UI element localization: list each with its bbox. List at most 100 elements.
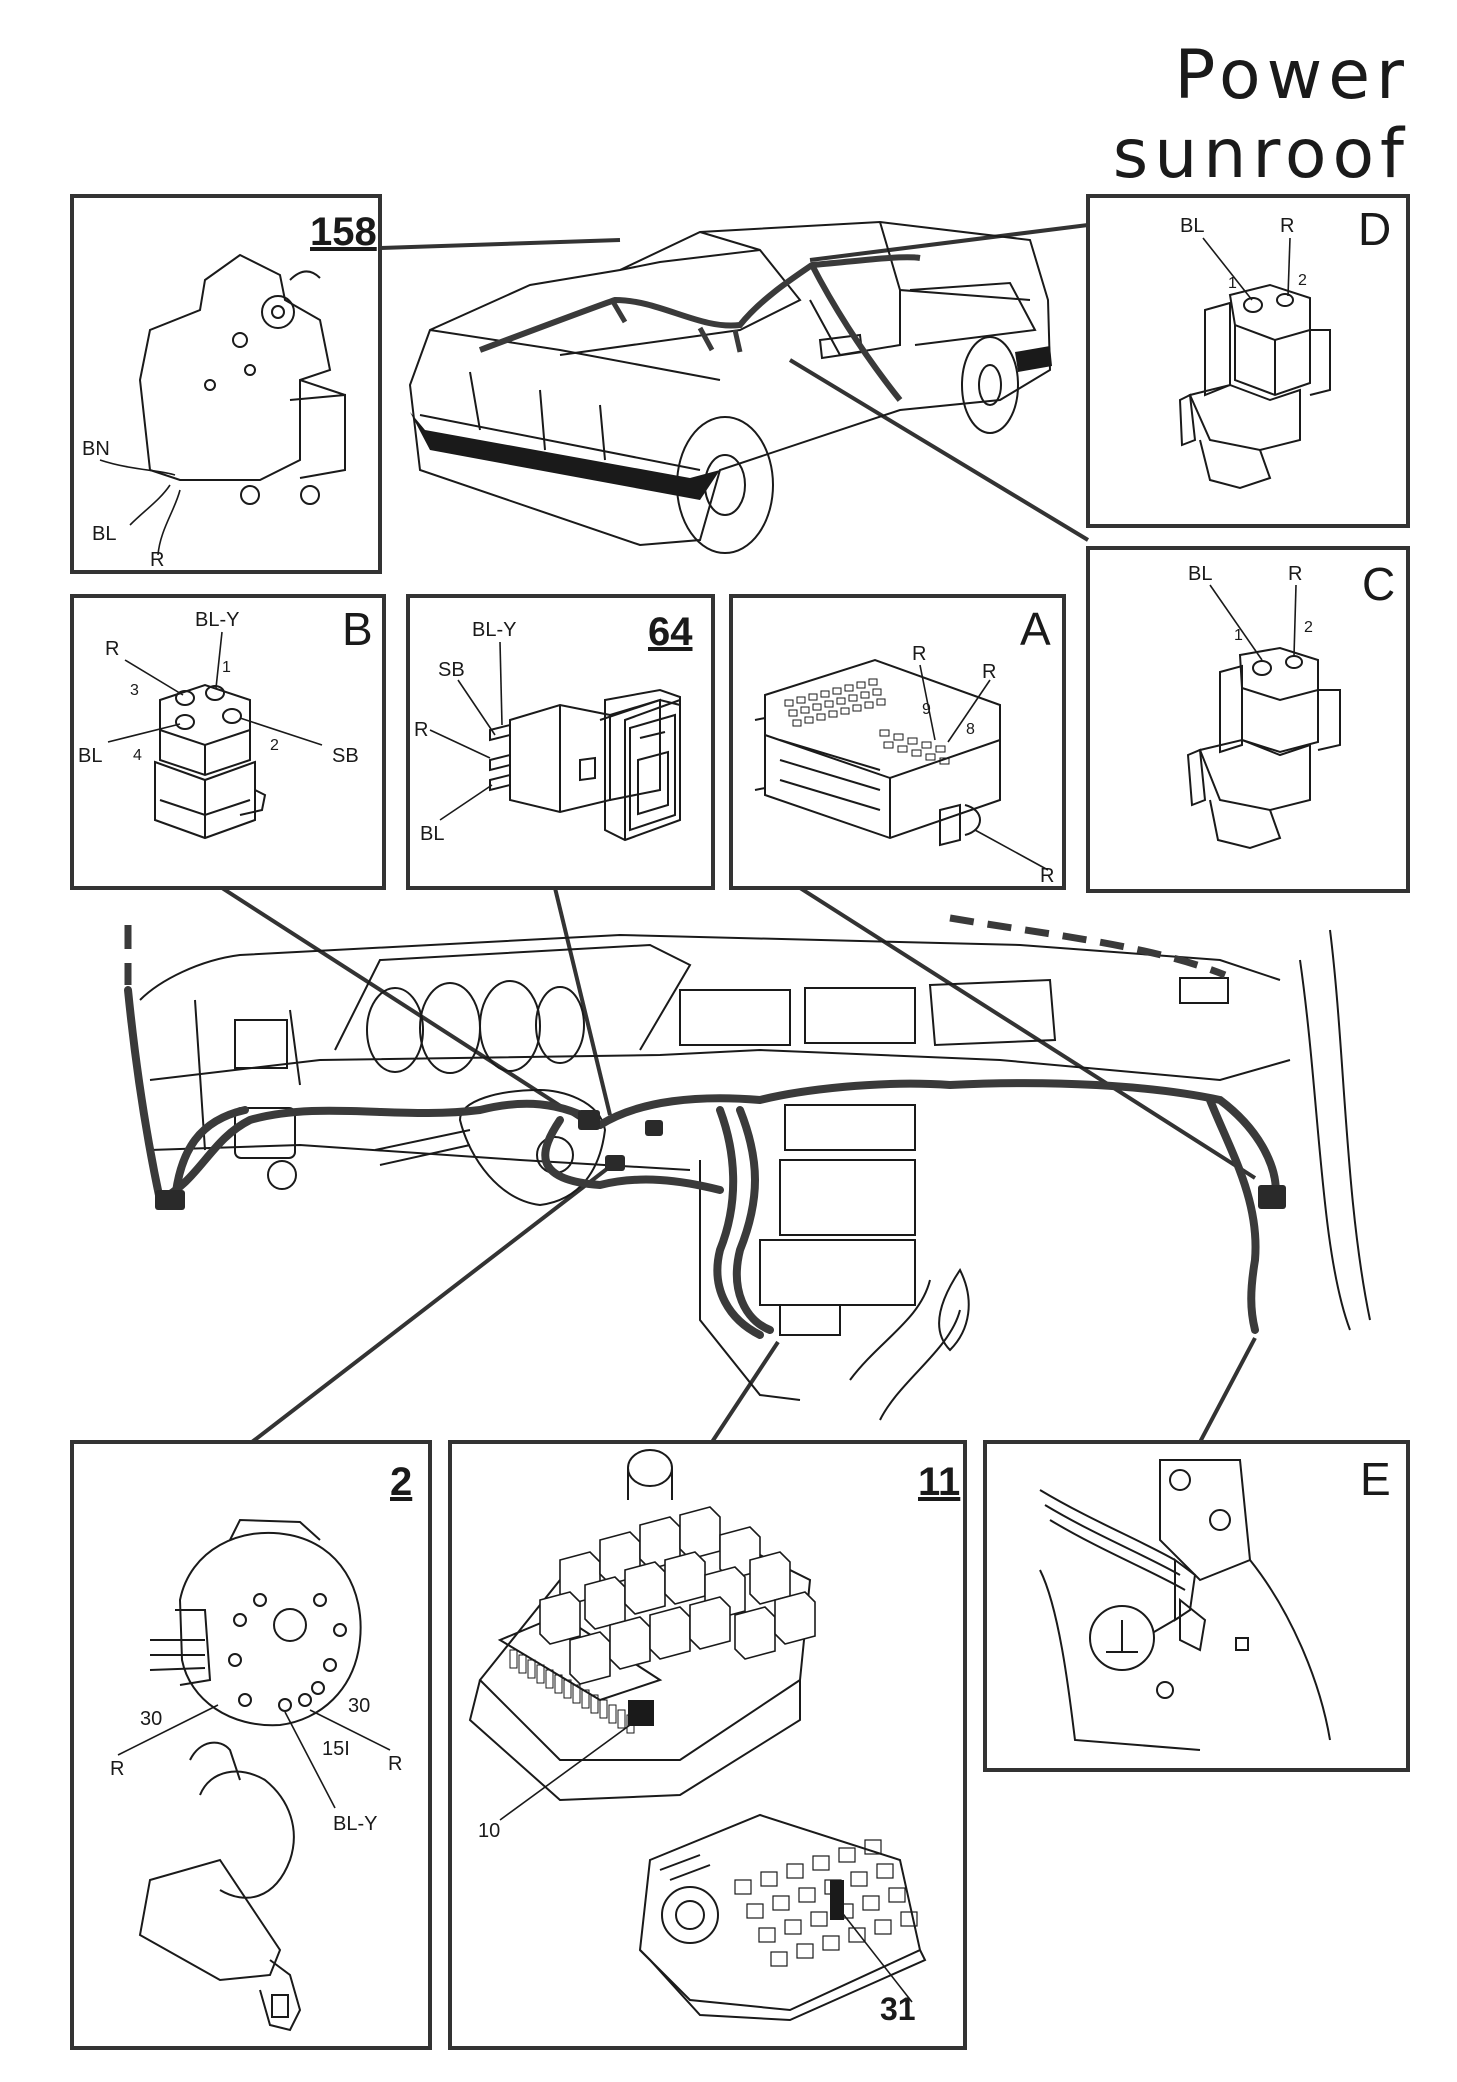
relay-block — [609, 1616, 651, 1670]
car-harness — [478, 254, 921, 353]
fuse-slot — [590, 1694, 599, 1714]
fuse-slot — [734, 1879, 752, 1895]
fuse-slot — [758, 1927, 776, 1943]
fuse-cell — [939, 757, 950, 765]
panel-e-frame — [983, 1440, 1410, 1772]
fuse-slot — [900, 1911, 918, 1927]
ground-point-e-icon — [1039, 1459, 1331, 1751]
relay-blocks — [539, 1506, 816, 1685]
fuse-cell — [925, 753, 936, 761]
panel-d-wire-bl: BL — [1180, 215, 1204, 237]
fuse-slot — [563, 1679, 572, 1699]
panel-d-wire-r: R — [1280, 215, 1294, 237]
connector-d-icon — [1178, 283, 1331, 490]
fuse-cell — [812, 703, 822, 711]
panel-158-wire-bn: BN — [82, 438, 110, 460]
fuse-slot — [536, 1664, 545, 1684]
fuse-cell — [921, 741, 932, 749]
relay-block — [624, 1561, 666, 1615]
panel-158-leadlines — [99, 459, 181, 556]
fuse-cell — [868, 678, 878, 686]
fuse-cell — [828, 710, 838, 718]
fuse-cell — [840, 707, 850, 715]
panel-b-pin-2: 2 — [270, 737, 279, 754]
fuse-slot — [876, 1863, 894, 1879]
panel-b-id: B — [342, 603, 373, 655]
callout-lines — [220, 223, 1257, 1444]
fuse-cell — [816, 713, 826, 721]
fuse-cell — [856, 681, 866, 689]
fuse-cell — [876, 698, 886, 706]
panel-b-frame — [70, 594, 386, 890]
fuse-slot — [509, 1649, 518, 1669]
panel-b-pin-1: 1 — [222, 659, 231, 676]
car-front-bumper — [410, 412, 720, 500]
page-title: Power sunroof — [1112, 36, 1410, 194]
panel-2: 2 30 30 15I R R BL-Y — [110, 1460, 412, 2032]
fuse-slot — [798, 1887, 816, 1903]
panel-c-wire-r: R — [1288, 563, 1302, 585]
dashed-harness — [124, 914, 1227, 985]
panel-64-wire-bl: BL — [420, 823, 444, 845]
fuse-slot — [796, 1943, 814, 1959]
panel-c-wire-bl: BL — [1188, 563, 1212, 585]
panel-2-wire-r-right: R — [388, 1753, 402, 1775]
fuse-slot — [545, 1669, 554, 1689]
relay-block — [649, 1606, 691, 1660]
panel-b-wire-sb: SB — [332, 745, 359, 767]
panel-b: B R BL-Y BL SB 3 1 4 2 — [78, 603, 373, 840]
panel-158-wire-r: R — [150, 549, 164, 571]
panel-c-pin-2: 2 — [1304, 619, 1313, 636]
sunroof-switch-icon — [489, 688, 681, 842]
fuse-cell — [883, 741, 894, 749]
fuse-slot — [608, 1704, 617, 1724]
panel-a-wire-r-3: R — [1040, 865, 1054, 887]
connector-c-icon — [1186, 646, 1341, 850]
fuse-slot — [572, 1684, 581, 1704]
fuse-cell — [848, 694, 858, 702]
fuse-10-highlight — [628, 1700, 654, 1726]
relay-block — [774, 1591, 816, 1645]
car-illustration — [408, 220, 1052, 554]
car-rear-bumper — [1015, 346, 1052, 372]
panel-158-frame — [70, 194, 382, 574]
relay-block — [689, 1596, 731, 1650]
fuse-cell — [852, 704, 862, 712]
panel-64-id: 64 — [648, 610, 693, 654]
ignition-switch-icon — [138, 1518, 362, 2032]
fuse-blocks — [509, 1649, 918, 1967]
fuse-cell — [796, 696, 806, 704]
dashboard-harness — [124, 986, 1280, 1339]
fuse-slot — [864, 1839, 882, 1855]
fuse-slot — [874, 1919, 892, 1935]
panel-b-wire-r: R — [105, 638, 119, 660]
panel-64-wire-r: R — [414, 719, 428, 741]
fuse-slot — [518, 1654, 527, 1674]
panel-e: E — [1039, 1453, 1391, 1751]
panel-a-pin-9: 9 — [922, 701, 931, 718]
panel-c-pin-1: 1 — [1234, 627, 1243, 644]
panel-2-id: 2 — [390, 1460, 412, 1504]
dashboard-illustration — [139, 929, 1371, 1421]
fuse-slot — [784, 1919, 802, 1935]
fuse-slot — [746, 1903, 764, 1919]
panel-2-wire-bl-y: BL-Y — [333, 1813, 377, 1835]
panel-2-pin-30-left: 30 — [140, 1708, 162, 1730]
fuse-slot — [581, 1689, 590, 1709]
panel-2-pin-30-right: 30 — [348, 1695, 370, 1717]
fuse-slot — [838, 1847, 856, 1863]
relay-block — [539, 1591, 581, 1645]
fuse-slot — [527, 1659, 536, 1679]
fuse-cell — [800, 706, 810, 714]
panel-2-wire-r-left: R — [110, 1758, 124, 1780]
panel-a-pin-8: 8 — [966, 721, 975, 738]
fuse-cell — [820, 690, 830, 698]
panel-c-frame — [1086, 546, 1410, 893]
panel-11: 11 10 31 — [468, 1449, 960, 2027]
panel-c: C BL R 1 2 — [1186, 558, 1395, 850]
panel-d-pin-2: 2 — [1298, 272, 1307, 289]
relay-block — [734, 1606, 776, 1660]
panel-a-wire-r-2: R — [982, 661, 996, 683]
fuse-cell — [804, 716, 814, 724]
